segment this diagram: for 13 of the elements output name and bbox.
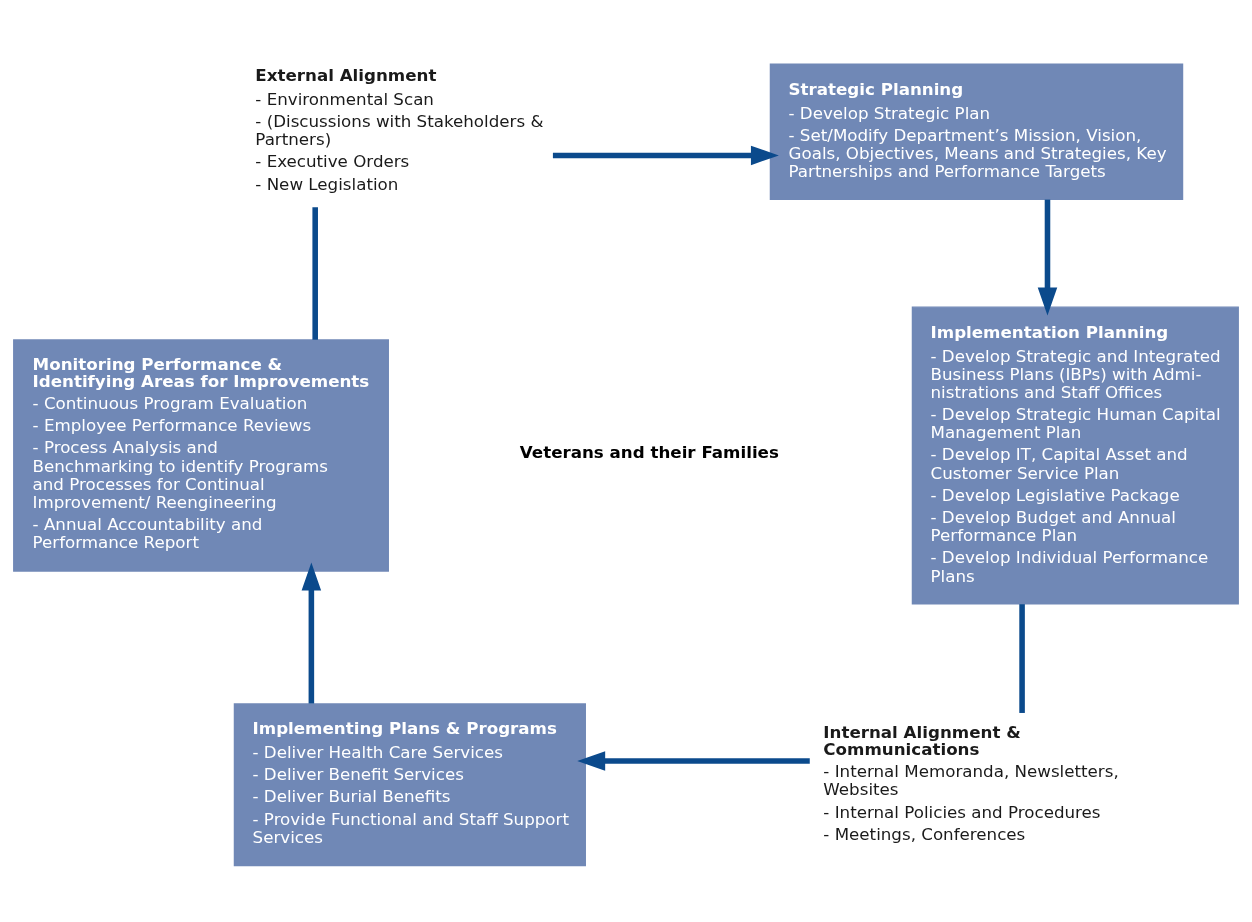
- connector: [312, 207, 318, 340]
- node-box: Monitoring Performance & Identifying Areas for Improvements - Continuous Program Evaluation - Employee Performance Reviews - Process Analysis and Benchmarking to identify Programs and Processes for Continual Improvement/ Reengineering - Annual Accountability and Performance Report: [13, 339, 389, 572]
- node-box: Strategic Planning - Develop Strategic Plan - Set/Modify Department’s Mission, Vision, Goals, Objectives, Means and Strategies, Key Partnerships and Performance Targets: [769, 63, 1184, 200]
- connector: [1019, 604, 1025, 713]
- label: Veterans and their Families: [519, 442, 779, 463]
- arrow: [301, 562, 322, 704]
- arrow: [577, 751, 810, 771]
- node-text: External Alignment - Environmental Scan - (Discussions with Stakeholders & Partners) - Executive Orders - New Legislation: [255, 65, 544, 194]
- arrow: [1037, 199, 1058, 316]
- node-text: Internal Alignment & Communications - Internal Memoranda, Newsletters, Websites - Internal Policies and Procedures - Meetings, Conferences: [823, 722, 1119, 844]
- node-box: Implementation Planning - Develop Strategic and Integrated Business Plans (IBPs) with Admi- nistrations and Staff Offices - Develop Strategic Human Capital Management Plan - Develop IT, Capital Asset and Customer Service Plan - Develop Legislative Package - Develop Budget and Annual Performance Plan - Develop Individual Performance Plans: [911, 306, 1239, 605]
- arrow: [552, 145, 779, 166]
- node-box: Implementing Plans & Programs - Deliver Health Care Services - Deliver Benefit Services - Deliver Burial Benefits - Provide Functional and Staff Support Services: [233, 703, 586, 867]
